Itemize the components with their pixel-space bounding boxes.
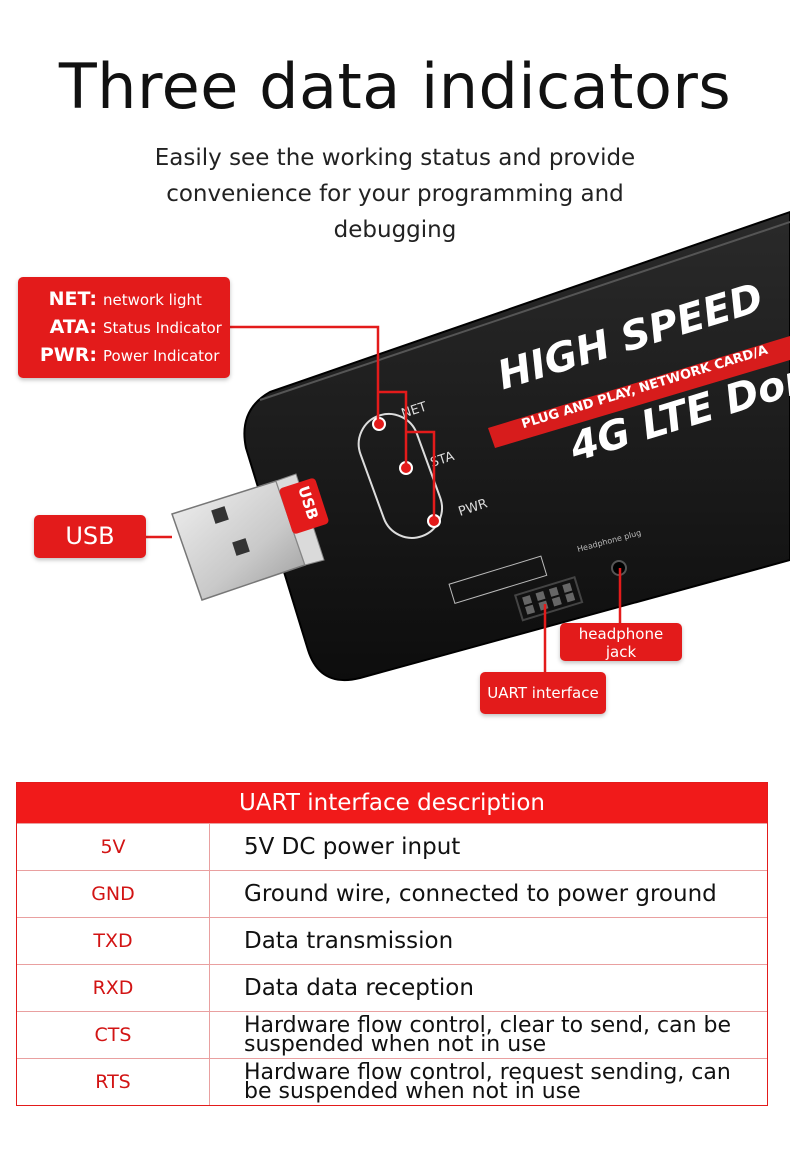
sta-led-label: STA — [429, 449, 457, 471]
dongle-illustration: HIGH SPEED PLUG AND PLAY, NETWORK CARD/A… — [146, 210, 790, 682]
headphone-callout-line2: jack — [605, 643, 637, 661]
legend-key-ata: ATA: — [49, 316, 97, 338]
legend-row-pwr: PWR: Power Indicator — [18, 342, 230, 368]
table-row: 5V 5V DC power input — [17, 823, 767, 870]
table-row: RTS Hardware flow control, request sendi… — [17, 1058, 767, 1105]
table-row: TXD Data transmission — [17, 917, 767, 964]
legend-row-ata: ATA: Status Indicator — [18, 314, 230, 340]
description-cell: Data data reception — [244, 975, 474, 1001]
banner-stripe — [488, 336, 790, 448]
pin-cell: 5V — [17, 824, 210, 870]
legend-label-ata: Status Indicator — [103, 319, 222, 337]
headphone-jack-callout: headphone jack — [560, 623, 682, 661]
leader-line-pwr — [406, 430, 436, 521]
table-row: GND Ground wire, connected to power grou… — [17, 870, 767, 917]
pin-cell: RTS — [17, 1059, 210, 1105]
uart-pin-header — [448, 555, 584, 622]
description-cell: Hardware flow control, clear to send, ca… — [244, 1013, 732, 1057]
legend-row-net: NET: network light — [18, 286, 230, 312]
pin-cell: RXD — [17, 965, 210, 1011]
pin-cell: TXD — [17, 918, 210, 964]
usb-callout: USB — [34, 515, 146, 558]
table-header: UART interface description — [17, 783, 767, 823]
description-cell: Ground wire, connected to power ground — [244, 881, 717, 907]
description-cell: Hardware flow control, request sending, … — [244, 1060, 731, 1104]
table-row: CTS Hardware flow control, clear to send… — [17, 1011, 767, 1058]
legend-label-pwr: Power Indicator — [103, 347, 220, 365]
headphone-callout-line1: headphone — [578, 625, 664, 643]
usb-tab — [279, 478, 329, 534]
pin-cell: GND — [17, 871, 210, 917]
uart-callout: UART interface — [480, 672, 606, 714]
legend-label-net: network light — [103, 291, 202, 309]
uart-description-table: UART interface description 5V 5V DC powe… — [16, 782, 768, 1106]
legend-key-net: NET: — [48, 288, 97, 310]
description-cell: 5V DC power input — [244, 834, 461, 860]
description-cell: Data transmission — [244, 928, 454, 954]
page-subtitle: Easily see the working status and provid… — [154, 145, 636, 243]
dongle-body — [243, 210, 790, 682]
legend-key-pwr: PWR: — [39, 344, 97, 366]
table-row: RXD Data data reception — [17, 964, 767, 1011]
page-title: Three data indicators — [58, 50, 732, 123]
pin-cell: CTS — [17, 1012, 210, 1058]
leader-line-sta — [378, 390, 408, 468]
indicator-legend: NET: network light ATA: Status Indicator… — [18, 277, 230, 378]
